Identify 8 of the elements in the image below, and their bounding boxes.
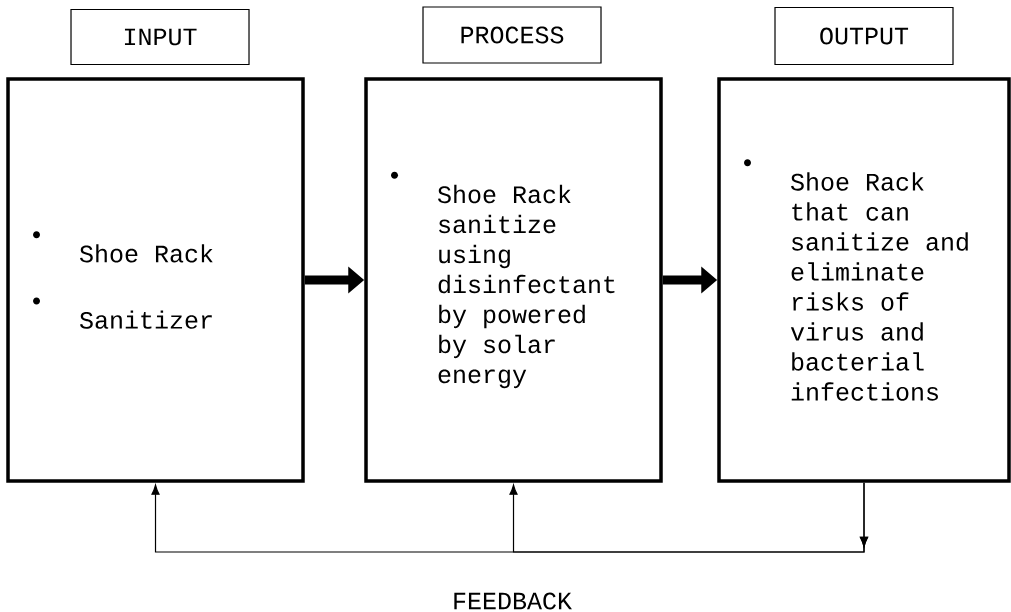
feedback-arrow [509,482,869,553]
stage-box: Shoe Rack Sanitizer [6,77,305,483]
heading-box: OUTPUT [774,6,954,66]
heading-box: PROCESS [422,6,602,64]
stage-box: Shoe Rack that can sanitize and eliminate risks of virus and bacterial infections [717,77,1011,483]
heading-box: INPUT [70,8,250,66]
feedback-label: FEEDBACK [454,592,572,610]
stage-box: Shoe Rack sanitize using disinfectant by powered by solar energy [364,77,663,483]
